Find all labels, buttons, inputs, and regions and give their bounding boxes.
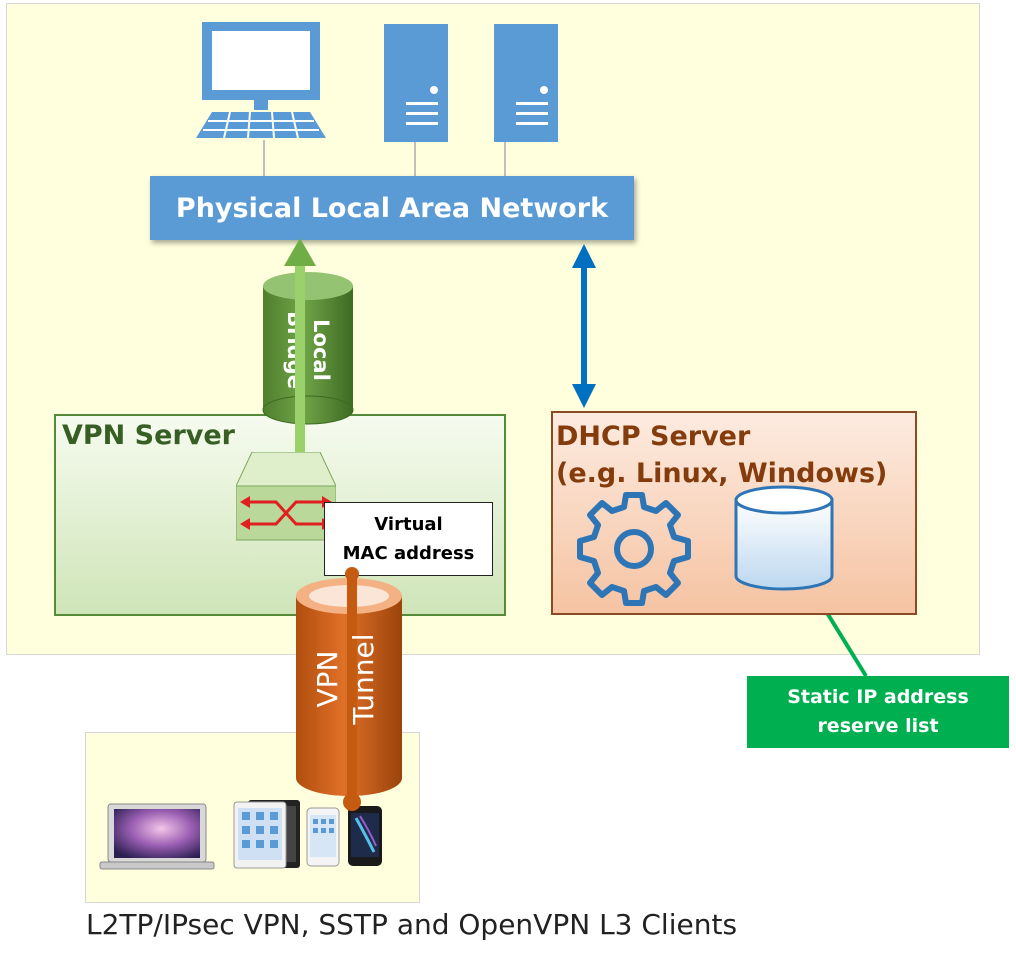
- clients-caption: L2TP/IPsec VPN, SSTP and OpenVPN L3 Clie…: [86, 908, 738, 941]
- database-icon: [734, 485, 834, 591]
- vpn-tunnel-line1: VPN: [311, 650, 344, 708]
- tablet-icon: [233, 800, 300, 869]
- dhcp-title-line1: DHCP Server: [556, 421, 751, 452]
- dhcp-lan-arrow: [572, 244, 596, 408]
- dhcp-server-title: DHCP Server (e.g. Linux, Windows): [556, 418, 887, 492]
- static-ip-line1: Static IP address: [787, 686, 969, 708]
- desktop-computer-icon: [196, 22, 326, 139]
- gear-icon: [577, 492, 691, 606]
- virtual-mac-line2: MAC address: [342, 543, 475, 564]
- vpn-tunnel-line2: Tunnel: [347, 633, 380, 725]
- switch-icon: [236, 452, 336, 541]
- laptop-icon: [99, 803, 215, 870]
- local-bridge-cylinder: [262, 272, 354, 425]
- virtual-mac-box: Virtual MAC address: [324, 502, 493, 576]
- virtual-mac-line1: Virtual: [374, 514, 443, 535]
- lan-label: Physical Local Area Network: [175, 192, 609, 224]
- server-icon: [494, 24, 558, 142]
- dhcp-title-line2: (e.g. Linux, Windows): [556, 458, 888, 489]
- bridge-arrow: [284, 238, 316, 458]
- physical-lan-bar: Physical Local Area Network: [150, 176, 634, 240]
- static-ip-line2: reserve list: [817, 715, 939, 737]
- static-ip-reserve-box: Static IP address reserve list: [747, 676, 1009, 748]
- smartphone-icon: [306, 806, 382, 867]
- vpn-tunnel-cylinder: [296, 567, 402, 811]
- vpn-tunnel-label: VPN Tunnel: [291, 614, 401, 744]
- vpn-server-title: VPN Server: [62, 420, 235, 451]
- server-icon: [384, 24, 448, 142]
